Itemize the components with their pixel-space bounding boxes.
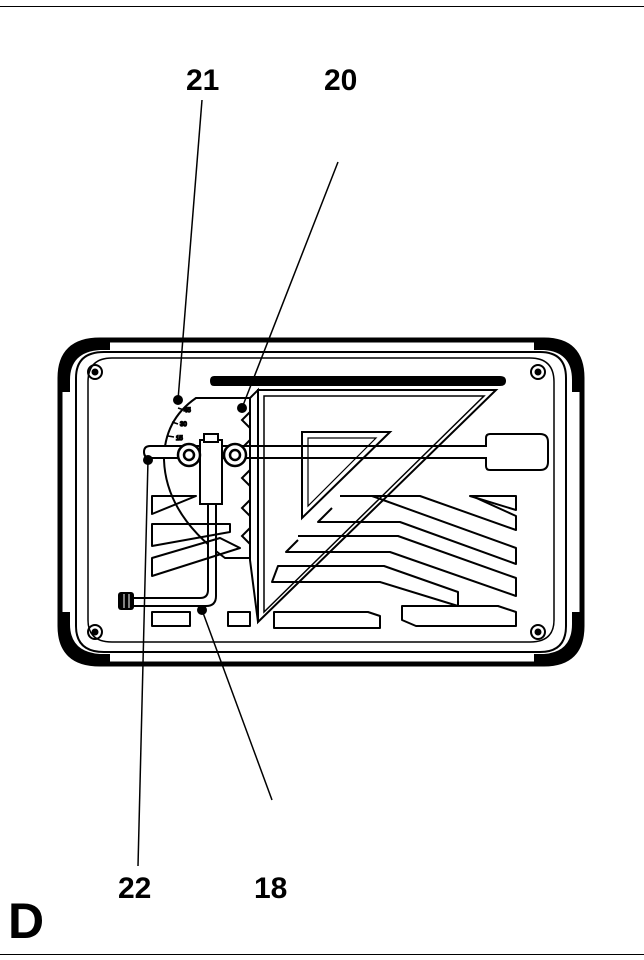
blade-slot xyxy=(210,376,506,386)
leader-20 xyxy=(241,161,339,409)
screw-bottom-right xyxy=(530,624,546,640)
corner-bumper-top-right xyxy=(534,340,582,392)
edge-bar xyxy=(249,387,259,623)
callout-21: 21 xyxy=(186,64,219,97)
figure-letter: D xyxy=(8,893,45,949)
screw-top-left xyxy=(87,364,103,380)
lever-knob xyxy=(118,592,134,610)
svg-text:45: 45 xyxy=(184,408,191,414)
callout-20: 20 xyxy=(324,64,357,97)
svg-text:30: 30 xyxy=(180,422,187,428)
leader-lines xyxy=(137,99,339,867)
triangle-cutout-small xyxy=(301,431,393,521)
base-inner-plate xyxy=(75,351,567,653)
corner-bumper-bottom-right xyxy=(534,612,582,664)
leader-22 xyxy=(137,459,149,867)
callout-18: 18 xyxy=(254,872,287,905)
screw-bottom-left xyxy=(87,624,103,640)
corner-screws xyxy=(87,364,546,640)
base-inner-recess xyxy=(87,357,555,643)
chevron-ribs xyxy=(151,495,517,629)
corner-bumper-bottom-left xyxy=(60,612,110,664)
clamp-block xyxy=(199,439,223,505)
leader-18 xyxy=(201,609,273,801)
bottom-rule xyxy=(0,954,644,955)
top-rule xyxy=(0,6,644,7)
base-outer-frame xyxy=(57,337,585,667)
guide-rod xyxy=(142,433,549,471)
clamp-nuts xyxy=(176,442,248,468)
leader-dots xyxy=(143,395,247,615)
corner-bumper-top-left xyxy=(60,340,110,392)
leader-21 xyxy=(177,99,203,401)
svg-text:15: 15 xyxy=(176,436,183,442)
screw-top-right xyxy=(530,364,546,380)
callout-22: 22 xyxy=(118,872,151,905)
